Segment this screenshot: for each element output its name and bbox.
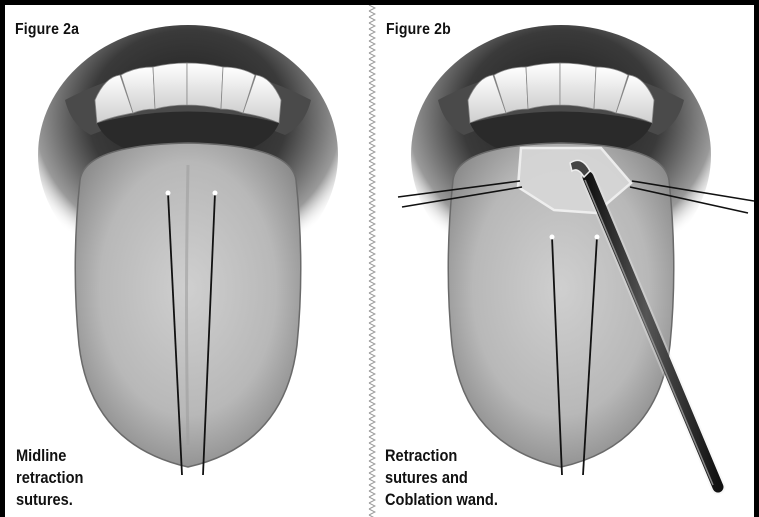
figure-2a-label: Figure 2a [15,21,79,39]
figure-2b-label: Figure 2b [386,21,451,39]
figure-2b-caption: Retraction sutures and Coblation wand. [385,445,498,511]
caption-line: Coblation wand. [385,489,498,511]
figure-2a-panel: Figure 2a Midline retraction sutures. [5,5,368,517]
figure-2a-caption: Midline retraction sutures. [16,445,83,511]
caption-line: sutures. [16,489,83,511]
suture-entry-left [550,235,555,240]
caption-line: Retraction [385,445,498,467]
suture-entry-left [166,191,171,196]
caption-line: retraction [16,467,83,489]
suture-entry-right [595,235,600,240]
panel-divider [368,5,376,517]
tongue-illustration-2b [376,5,754,517]
caption-line: sutures and [385,467,498,489]
caption-line: Midline [16,445,83,467]
tongue-illustration-2a [5,5,368,517]
midline-groove [187,165,189,445]
suture-entry-right [213,191,218,196]
figure-2b-panel: Figure 2b Retraction sutures and Coblati… [376,5,754,517]
